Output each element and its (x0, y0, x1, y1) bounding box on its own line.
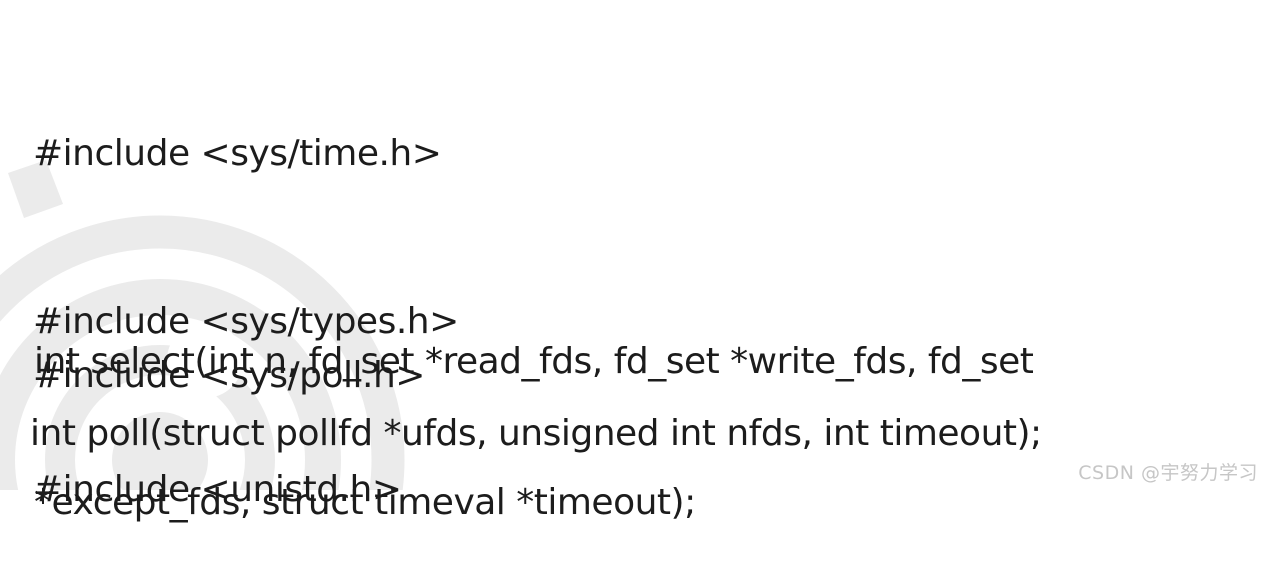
include-sys-time-line: #include <sys/time.h> (33, 133, 442, 174)
select-prototype-line1: int select(int n, fd_set *read_fds, fd_s… (34, 341, 1034, 382)
select-prototype: int select(int n, fd_set *read_fds, fd_s… (34, 244, 1034, 573)
select-prototype-line2: *except_fds, struct timeval *timeout); (34, 482, 696, 523)
csdn-author-credit: CSDN @宇努力学习 (1078, 462, 1258, 484)
code-snippet-page: { "page": { "background": "#ffffff", "co… (0, 133, 1258, 523)
include-sys-poll-line: #include <sys/poll.h> (33, 355, 425, 396)
poll-prototype-line: int poll(struct pollfd *ufds, unsigned i… (30, 413, 1042, 454)
include-sys-types-line: #include <sys/types.h> (33, 301, 459, 342)
